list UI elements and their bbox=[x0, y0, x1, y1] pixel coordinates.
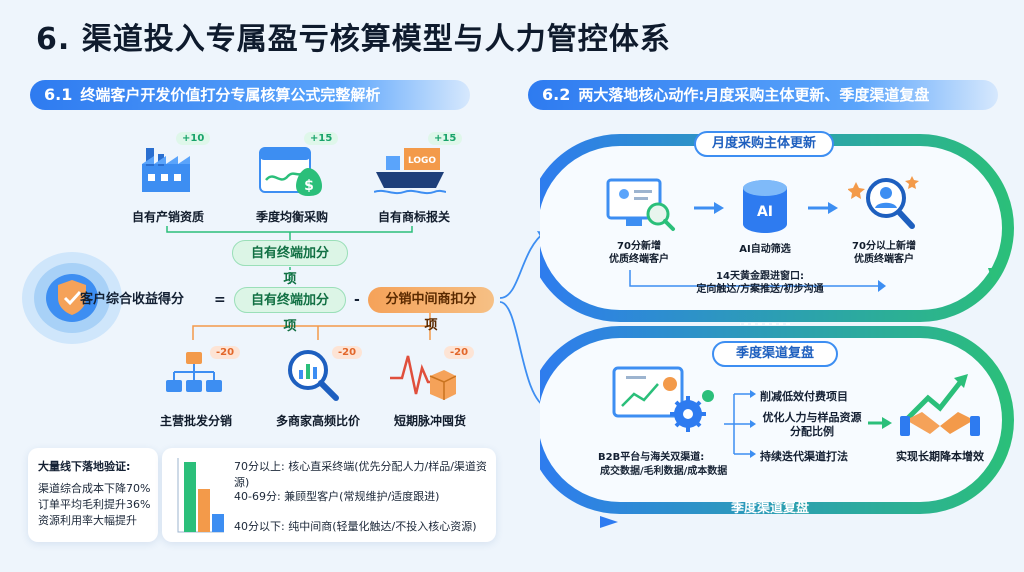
arrow-right-icon bbox=[694, 202, 724, 214]
shield-check-icon bbox=[22, 252, 122, 344]
formula-minus: 分销中间商扣分项 bbox=[368, 287, 494, 333]
quarterly-title: 季度渠道复盘 bbox=[712, 341, 838, 367]
step-label: 70分以上新增 优质终端客户 bbox=[852, 241, 916, 265]
score-badge: +15 bbox=[304, 132, 339, 145]
action-branches bbox=[724, 390, 756, 458]
action-item: 削减低效付费项目 bbox=[760, 390, 848, 403]
quarterly-bottom-title: 季度渠道复盘 bbox=[730, 501, 809, 516]
magnifier-chart-icon bbox=[288, 350, 339, 401]
validation-line: 订单平均毛利提升36% bbox=[38, 498, 151, 511]
factory-icon bbox=[142, 148, 190, 192]
tier-bar bbox=[212, 514, 224, 532]
item-label: 主营批发分销 bbox=[159, 414, 232, 428]
arrow-right-icon bbox=[868, 417, 892, 429]
dashboard-gear-icon bbox=[612, 366, 714, 432]
star-user-icon bbox=[848, 176, 919, 229]
validation-card: 大量线下落地验证: 渠道综合成本下降70% 订单平均毛利提升36% 资源利用率大… bbox=[28, 448, 158, 542]
validation-line: 渠道综合成本下降70% bbox=[38, 482, 151, 495]
section-heading-left: 6.1 终端客户开发价值打分专属核算公式完整解析 bbox=[30, 80, 470, 110]
section-title: 终端客户开发价值打分专属核算公式完整解析 bbox=[80, 86, 381, 104]
svg-text:$: $ bbox=[304, 178, 314, 194]
action-item: 持续迭代渠道打法 bbox=[760, 450, 848, 463]
ai-database-icon: AI bbox=[743, 180, 787, 233]
logo-text: LOGO bbox=[408, 156, 436, 166]
tier-label: 40-69分: 兼顾型客户(常规维护/适度跟进) bbox=[234, 490, 440, 503]
formula-equals: = bbox=[214, 292, 226, 308]
item-label: 自有商标报关 bbox=[377, 210, 450, 224]
result-label: 实现长期降本增效 bbox=[896, 450, 984, 463]
item-label: 多商家高频比价 bbox=[275, 414, 360, 428]
window-bracket bbox=[629, 270, 886, 292]
item-label: 短期脉冲囤货 bbox=[393, 414, 466, 428]
org-chart-icon bbox=[166, 352, 222, 392]
tier-bars bbox=[177, 458, 224, 533]
validation-title: 大量线下落地验证: bbox=[38, 460, 131, 473]
section-number: 6.1 bbox=[44, 85, 73, 104]
cargo-ship-icon: LOGO bbox=[374, 148, 446, 195]
tier-label: 40分以下: 纯中间商(轻量化触达/不投入核心资源) bbox=[234, 520, 477, 533]
pulse-box-icon bbox=[390, 355, 456, 400]
validation-line: 资源利用率大幅提升 bbox=[38, 514, 137, 527]
arrow-right-icon bbox=[808, 202, 838, 214]
tier-bar bbox=[198, 489, 210, 532]
tier-bar bbox=[184, 462, 196, 532]
data-source: B2B平台与海关双渠道: bbox=[598, 452, 705, 463]
score-badge: +15 bbox=[428, 132, 463, 145]
connector-lines bbox=[166, 226, 549, 412]
score-badge: -20 bbox=[210, 346, 241, 359]
step-label: AI自动筛选 bbox=[739, 244, 791, 255]
handshake-growth-icon bbox=[900, 374, 980, 436]
score-badge: +10 bbox=[176, 132, 211, 145]
formula-result: 客户综合收益得分 bbox=[80, 292, 185, 307]
formula-minus-sign: - bbox=[354, 292, 360, 308]
action-item: 优化人力与样品资源 分配比例 bbox=[762, 411, 862, 438]
followup-window: 14天黄金跟进窗口: 定向触达/方案推送/初步沟通 bbox=[696, 271, 824, 295]
score-badge: -20 bbox=[444, 346, 475, 359]
ai-text: AI bbox=[757, 204, 773, 220]
section-number: 6.2 bbox=[542, 85, 571, 104]
section-title: 两大落地核心动作:月度采购主体更新、季度渠道复盘 bbox=[578, 86, 930, 104]
monitor-search-icon bbox=[606, 178, 675, 231]
item-label: 自有产销资质 bbox=[131, 210, 204, 224]
step-label: 70分新增 优质终端客户 bbox=[609, 241, 669, 265]
formula-plus: 自有终端加分项 bbox=[234, 287, 346, 334]
score-badge: -20 bbox=[332, 346, 363, 359]
section-heading-right: 6.2 两大落地核心动作:月度采购主体更新、季度渠道复盘 bbox=[528, 80, 998, 110]
plus-group-label: 自有终端加分项 bbox=[232, 240, 348, 287]
calendar-money-icon: $ bbox=[259, 147, 322, 196]
monthly-title: 月度采购主体更新 bbox=[694, 131, 834, 157]
data-source-detail: 成交数据/毛利数据/成本数据 bbox=[600, 466, 728, 477]
page-title: 6. 渠道投入专属盈亏核算模型与人力管控体系 bbox=[36, 22, 671, 57]
item-label: 季度均衡采购 bbox=[255, 210, 328, 224]
tier-label: 70分以上: 核心直采终端(优先分配人力/样品/渠道资源) bbox=[234, 460, 487, 489]
tier-card: 70分以上: 核心直采终端(优先分配人力/样品/渠道资源) 40-69分: 兼顾… bbox=[162, 448, 496, 542]
